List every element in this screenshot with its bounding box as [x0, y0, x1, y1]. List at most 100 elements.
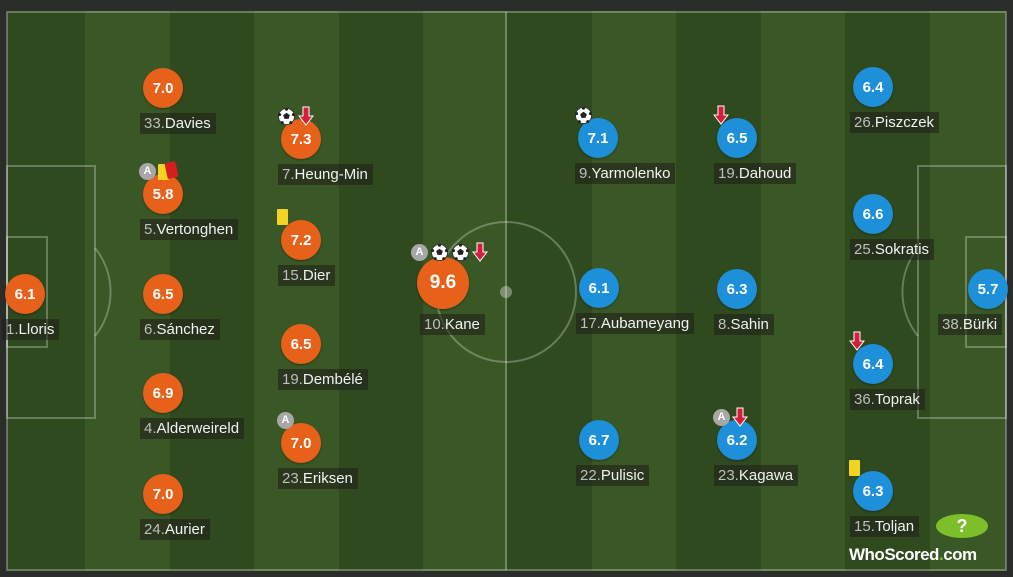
player-number: 1. [6, 321, 19, 338]
top-bar [0, 0, 1013, 11]
player-number: 25. [854, 241, 875, 258]
player-name: Toljan [874, 518, 915, 535]
player-rating: 6.5 [143, 274, 183, 314]
player-number: 4. [144, 420, 157, 437]
player-marker[interactable]: 6.4 36.Toprak [849, 331, 925, 410]
player-number: 7. [282, 166, 295, 183]
player-name: Dembélé [302, 371, 363, 388]
player-marker[interactable]: 6.3 8.Sahin [714, 269, 774, 335]
player-rating: 7.3 [281, 119, 321, 159]
player-marker[interactable]: 6.5 6.Sánchez [140, 274, 220, 340]
logo-bubble-icon: ? [936, 514, 988, 538]
player-rating: 6.9 [143, 373, 183, 413]
player-name-label: 24.Aurier [140, 519, 210, 540]
sub-off-icon [732, 407, 748, 427]
player-number: 23. [282, 470, 303, 487]
player-name-label: 5.Vertonghen [140, 219, 239, 240]
yellow-red-card-icon [158, 161, 179, 180]
player-number: 10. [424, 316, 445, 333]
player-rating: 6.1 [579, 268, 619, 308]
player-name: Aurier [164, 521, 205, 538]
player-name-label: 15.Dier [278, 265, 336, 286]
player-event-icons [277, 206, 288, 228]
player-event-icons [277, 105, 314, 127]
player-name: Kagawa [738, 467, 794, 484]
player-name-label: 1.Lloris [2, 319, 60, 340]
player-name-label: 8.Sahin [714, 314, 774, 335]
player-number: 8. [718, 316, 731, 333]
player-name: Piszczek [874, 114, 935, 131]
player-name-label: 9.Yarmolenko [575, 163, 676, 184]
player-name-label: 17.Aubameyang [576, 313, 695, 334]
player-event-icons: A [411, 241, 488, 263]
player-marker[interactable]: 7.2 15.Dier [277, 209, 336, 286]
logo-text: WhoScored.com [849, 545, 977, 564]
goal-icon [451, 243, 470, 261]
player-rating: 5.8 [143, 174, 183, 214]
player-marker[interactable]: 7.0 24.Aurier [140, 474, 210, 540]
player-name-label: 4.Alderweireld [140, 418, 245, 439]
player-number: 36. [854, 391, 875, 408]
player-name: Kane [444, 316, 480, 333]
goal-icon [277, 107, 296, 125]
assist-icon: A [411, 243, 428, 261]
sub-off-icon [298, 106, 314, 126]
player-name-label: 23.Eriksen [278, 468, 358, 489]
player-rating: 6.4 [853, 67, 893, 107]
player-number: 23. [718, 467, 739, 484]
pitch-stripe [168, 0, 255, 577]
player-name: Alderweireld [156, 420, 240, 437]
player-name: Dahoud [738, 165, 792, 182]
player-rating: 6.3 [853, 471, 893, 511]
player-event-icons [849, 457, 860, 479]
player-name: Sahin [730, 316, 769, 333]
player-rating: 6.4 [853, 344, 893, 384]
player-number: 22. [580, 467, 601, 484]
svg-text:?: ? [957, 516, 968, 536]
player-name: Pulisic [600, 467, 645, 484]
player-number: 5. [144, 221, 157, 238]
player-name: Sánchez [156, 321, 215, 338]
sub-off-icon [849, 331, 865, 351]
player-number: 6. [144, 321, 157, 338]
left-border [0, 0, 7, 577]
player-marker[interactable]: 6.1 1.Lloris [2, 274, 60, 340]
player-name: Vertonghen [156, 221, 234, 238]
player-rating: 5.7 [968, 269, 1008, 309]
player-name: Toprak [874, 391, 920, 408]
player-event-icons: A [277, 409, 294, 431]
player-number: 24. [144, 521, 165, 538]
player-marker[interactable]: 6.9 4.Alderweireld [140, 373, 245, 439]
player-event-icons [574, 104, 593, 126]
captain-icon: A [139, 162, 156, 180]
player-rating: 7.0 [143, 68, 183, 108]
player-marker[interactable]: 6.3 15.Toljan [849, 460, 920, 537]
player-name-label: 36.Toprak [850, 389, 925, 410]
player-rating: 6.1 [5, 274, 45, 314]
player-name: Yarmolenko [591, 165, 671, 182]
player-number: 33. [144, 115, 165, 132]
player-name: Eriksen [302, 470, 353, 487]
player-name-label: 23.Kagawa [714, 465, 799, 486]
player-name-label: 15.Toljan [850, 516, 920, 537]
player-rating: 7.0 [143, 474, 183, 514]
player-rating: 7.2 [281, 220, 321, 260]
player-marker[interactable]: 5.8 5.Vertonghen A [139, 161, 239, 240]
player-rating: 6.3 [717, 269, 757, 309]
player-marker[interactable]: 6.1 17.Aubameyang [576, 268, 695, 334]
yellow-card-icon [849, 460, 860, 476]
player-number: 38. [942, 316, 963, 333]
